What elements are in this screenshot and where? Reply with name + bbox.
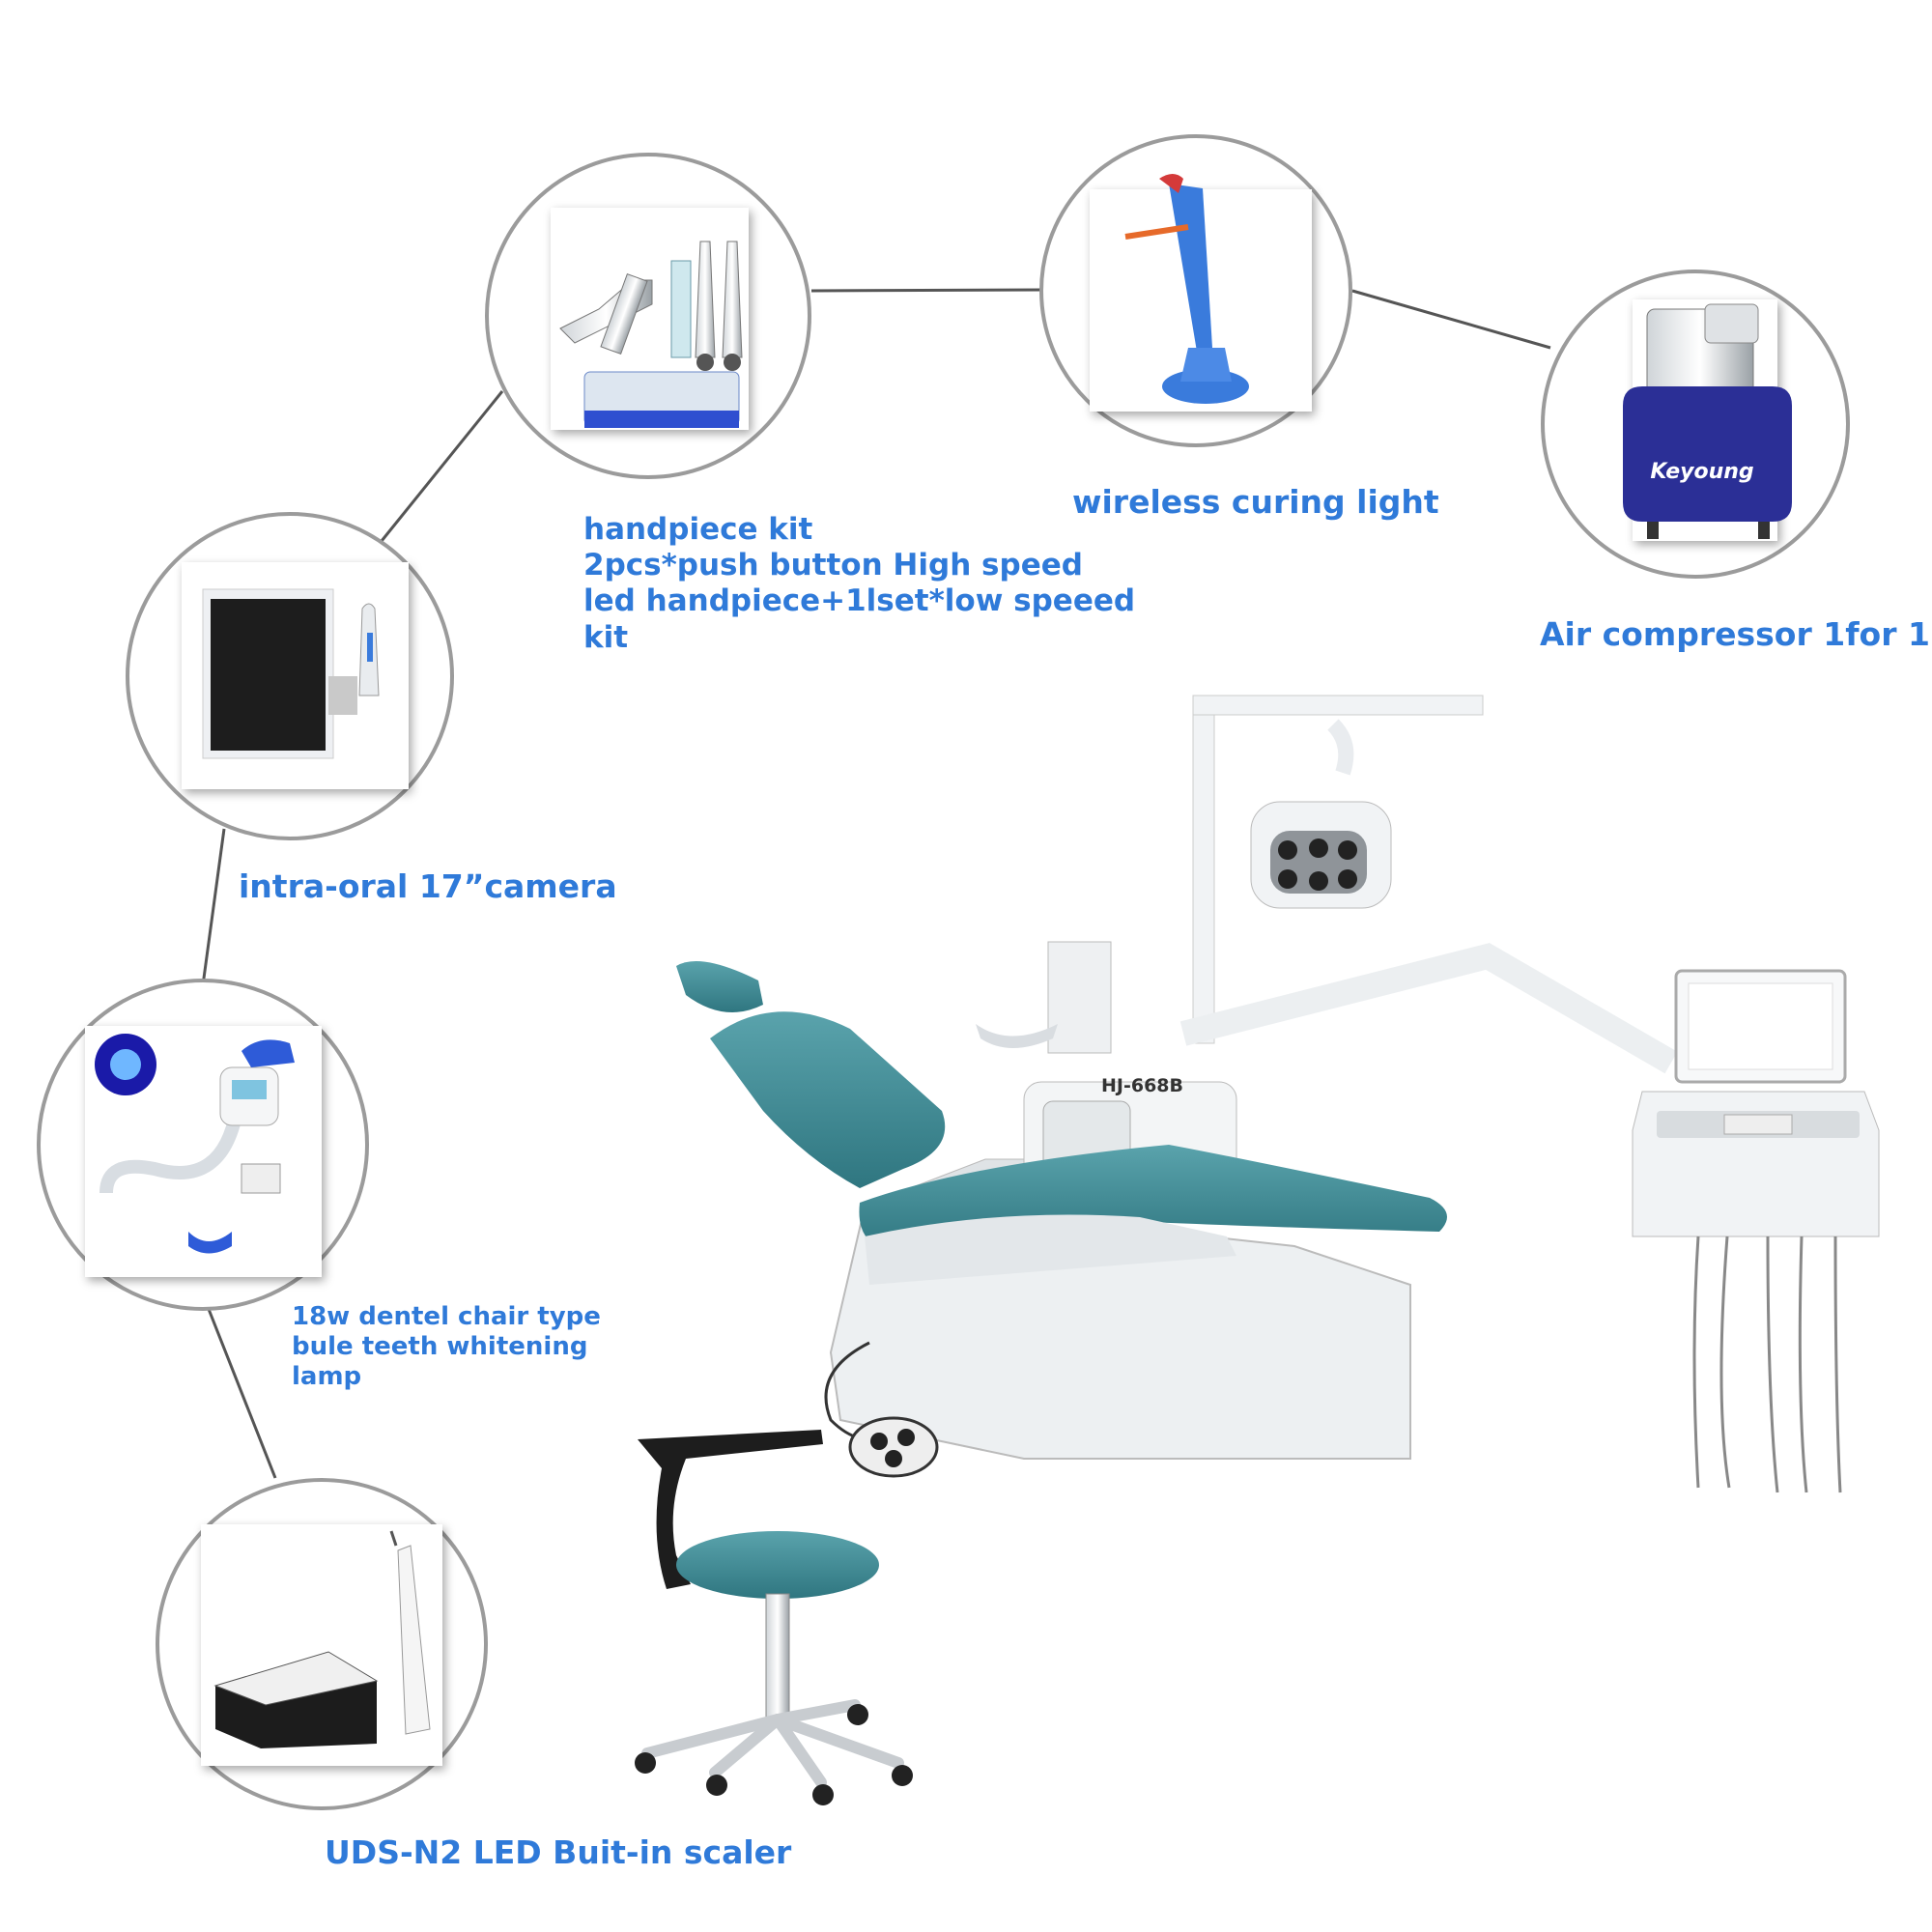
chair-model-badge: HJ-668B: [1101, 1075, 1183, 1096]
whitening-lamp-label-line-2: bule teeth whitening: [292, 1332, 588, 1362]
handpiece-kit-label-line-2: 2pcs*push button High speed: [583, 548, 1083, 583]
intraoral-camera-image: [126, 512, 454, 840]
dental-stool-image: [635, 1430, 913, 1805]
scaler-image: [156, 1478, 488, 1810]
handpiece-kit-label-line-4: kit: [583, 619, 629, 655]
air-compressor-label: Air compressor 1for 1: [1540, 615, 1930, 653]
handpiece-kit-label-line-3: led handpiece+1lset*low speeed: [583, 583, 1136, 619]
scaler-label: UDS-N2 LED Buit-in scaler: [325, 1833, 792, 1871]
dental-chair-image: HJ-668B: [676, 695, 1880, 1493]
curing-light-label: wireless curing light: [1072, 483, 1439, 521]
whitening-lamp-image: [37, 979, 369, 1311]
handpiece-kit-image: [485, 153, 811, 479]
handpiece-kit-label-line-1: handpiece kit: [583, 512, 813, 547]
whitening-lamp-label-line-1: 18w dentel chair type: [292, 1302, 601, 1331]
compressor-brand-logo: Keyoung: [1650, 460, 1753, 484]
whitening-lamp-label: 18w dentel chair type bule teeth whiteni…: [292, 1302, 601, 1393]
intraoral-camera-label: intra-oral 17”camera: [239, 867, 617, 905]
curing-light-image: [1039, 134, 1352, 447]
air-compressor-image: Keyoung: [1541, 270, 1850, 579]
handpiece-kit-label: handpiece kit 2pcs*push button High spee…: [583, 512, 1135, 656]
connector-lines: [201, 288, 1551, 1479]
whitening-lamp-label-line-3: lamp: [292, 1362, 362, 1392]
